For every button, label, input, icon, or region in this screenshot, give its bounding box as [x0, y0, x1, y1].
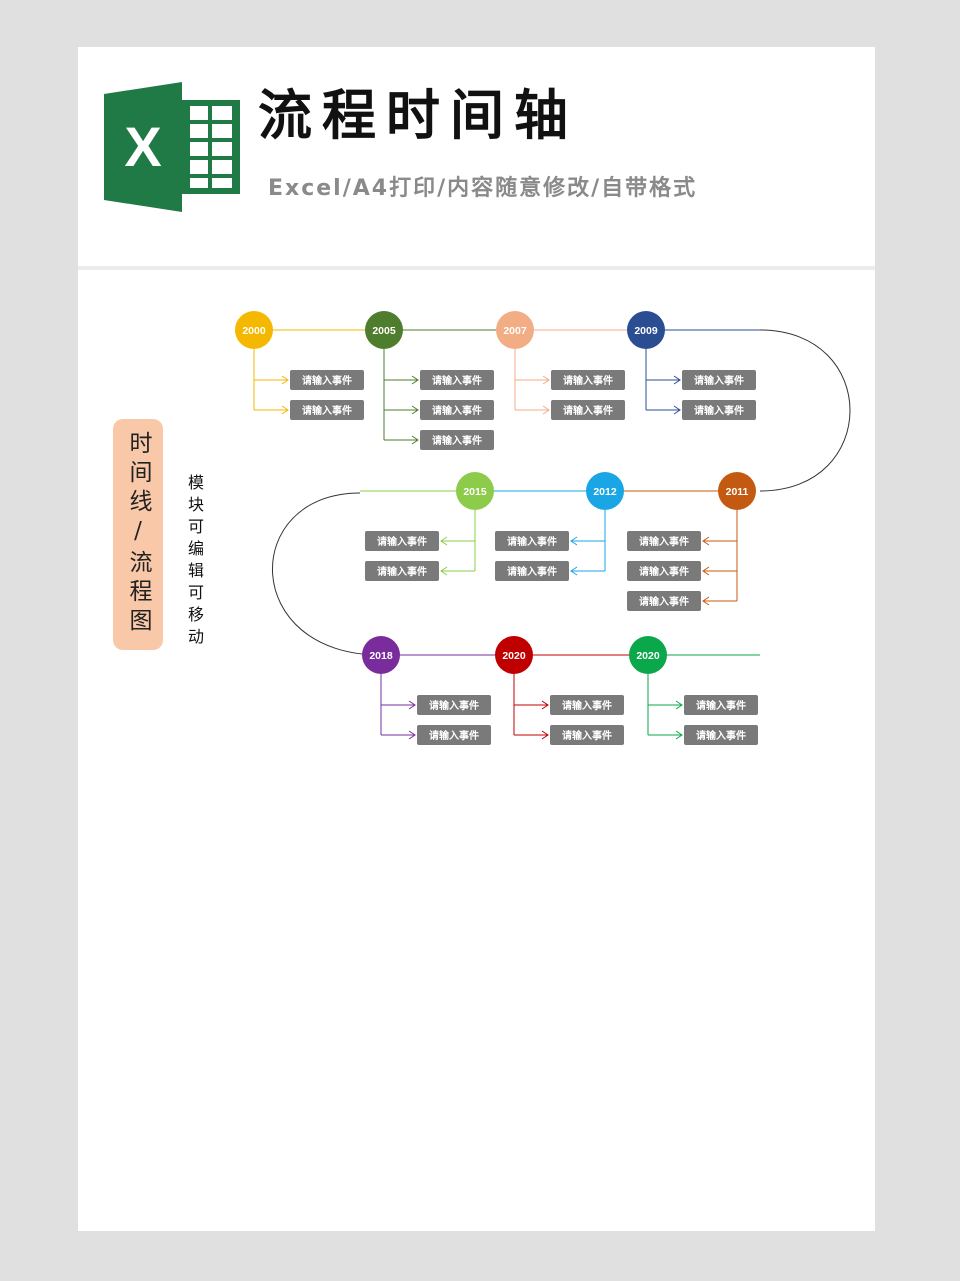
arrow-head-icon: [702, 596, 710, 606]
arrow-head-icon: [408, 730, 416, 740]
event-box: [627, 561, 701, 581]
year-label: 2011: [726, 486, 749, 498]
year-node: [235, 311, 273, 349]
year-node: [586, 472, 624, 510]
year-node: [362, 636, 400, 674]
arrow-head-icon: [673, 375, 681, 385]
event-box: [627, 531, 701, 551]
side-label-pill: 时间线/流程图: [113, 419, 163, 650]
event-box: [290, 370, 364, 390]
arrow-head-icon: [675, 700, 683, 710]
arrow-head-icon: [440, 536, 448, 546]
event-box: [551, 370, 625, 390]
year-node: [718, 472, 756, 510]
event-box: [417, 725, 491, 745]
year-node: [627, 311, 665, 349]
arrow-head-icon: [570, 536, 578, 546]
event-label: 请输入事件: [639, 535, 689, 548]
event-box: [627, 591, 701, 611]
event-label: 请输入事件: [429, 699, 479, 712]
event-label: 请输入事件: [507, 565, 557, 578]
event-box: [417, 695, 491, 715]
event-box: [551, 400, 625, 420]
arrow-head-icon: [440, 566, 448, 576]
event-label: 请输入事件: [432, 374, 482, 387]
event-box: [365, 561, 439, 581]
event-label: 请输入事件: [639, 595, 689, 608]
event-label: 请输入事件: [562, 729, 612, 742]
event-box: [682, 370, 756, 390]
year-node: [456, 472, 494, 510]
year-label: 2018: [369, 650, 393, 662]
event-label: 请输入事件: [507, 535, 557, 548]
event-box: [420, 430, 494, 450]
event-label: 请输入事件: [432, 434, 482, 447]
event-label: 请输入事件: [562, 699, 612, 712]
event-label: 请输入事件: [639, 565, 689, 578]
event-box: [495, 531, 569, 551]
event-label: 请输入事件: [429, 729, 479, 742]
arrow-head-icon: [702, 566, 710, 576]
side-label-text: 时间线/流程图: [125, 431, 151, 637]
event-box: [550, 725, 624, 745]
event-box: [682, 400, 756, 420]
logo-letter: X: [124, 115, 161, 178]
arrow-head-icon: [673, 405, 681, 415]
event-box: [290, 400, 364, 420]
page-card: [78, 47, 875, 1231]
year-node: [365, 311, 403, 349]
page-subtitle: Excel/A4打印/内容随意修改/自带格式: [268, 176, 698, 201]
event-label: 请输入事件: [377, 565, 427, 578]
arrow-head-icon: [281, 375, 289, 385]
event-box: [420, 400, 494, 420]
arrow-head-icon: [541, 700, 549, 710]
event-label: 请输入事件: [563, 404, 613, 417]
event-label: 请输入事件: [302, 374, 352, 387]
event-label: 请输入事件: [563, 374, 613, 387]
arrow-head-icon: [411, 435, 419, 445]
year-node: [496, 311, 534, 349]
arrow-head-icon: [570, 566, 578, 576]
arrow-head-icon: [408, 700, 416, 710]
year-node: [495, 636, 533, 674]
event-label: 请输入事件: [696, 729, 746, 742]
page-title: 流程时间轴: [258, 84, 578, 147]
arrow-head-icon: [541, 730, 549, 740]
arrow-head-icon: [411, 405, 419, 415]
year-label: 2015: [463, 486, 487, 498]
year-label: 2007: [503, 325, 527, 337]
connector-curve: [759, 329, 851, 492]
event-label: 请输入事件: [432, 404, 482, 417]
event-box: [365, 531, 439, 551]
arrow-head-icon: [542, 405, 550, 415]
connector-curve: [271, 492, 382, 656]
event-label: 请输入事件: [302, 404, 352, 417]
arrow-head-icon: [411, 375, 419, 385]
year-label: 2000: [242, 325, 266, 337]
year-label: 2005: [372, 325, 396, 337]
event-label: 请输入事件: [694, 374, 744, 387]
year-node: [629, 636, 667, 674]
event-box: [495, 561, 569, 581]
event-box: [684, 695, 758, 715]
event-label: 请输入事件: [694, 404, 744, 417]
year-label: 2020: [636, 650, 660, 662]
arrow-head-icon: [542, 375, 550, 385]
event-label: 请输入事件: [377, 535, 427, 548]
event-box: [550, 695, 624, 715]
year-label: 2009: [634, 325, 658, 337]
side-note: 模块可编辑可移动: [185, 474, 204, 650]
arrow-head-icon: [675, 730, 683, 740]
excel-logo-icon: X: [104, 82, 240, 212]
event-box: [684, 725, 758, 745]
year-label: 2020: [502, 650, 526, 662]
event-label: 请输入事件: [696, 699, 746, 712]
arrow-head-icon: [281, 405, 289, 415]
header-divider: [78, 266, 875, 270]
event-box: [420, 370, 494, 390]
year-label: 2012: [593, 486, 617, 498]
arrow-head-icon: [702, 536, 710, 546]
